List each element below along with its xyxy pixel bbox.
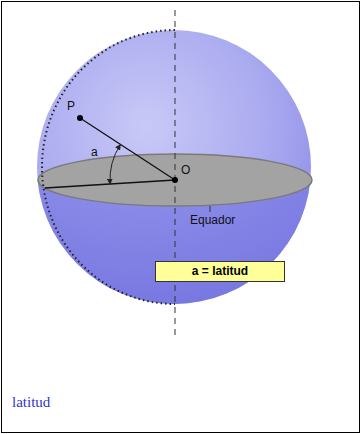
point-p — [77, 115, 83, 121]
sphere — [37, 30, 311, 304]
center-label: O — [181, 164, 190, 177]
angle-arc — [110, 144, 121, 184]
point-label: P — [67, 100, 75, 113]
sphere-lower-half — [37, 180, 311, 304]
equator-tick — [210, 206, 211, 212]
radius-to-p — [80, 118, 175, 180]
latitude-box: a = latitud — [155, 261, 285, 282]
box-text: a = latitud — [156, 264, 284, 278]
point-o — [172, 177, 178, 183]
equator-label: Equador — [190, 214, 235, 227]
axis — [175, 10, 176, 335]
caption: latitud — [12, 394, 50, 411]
angle-label: a — [91, 146, 98, 159]
